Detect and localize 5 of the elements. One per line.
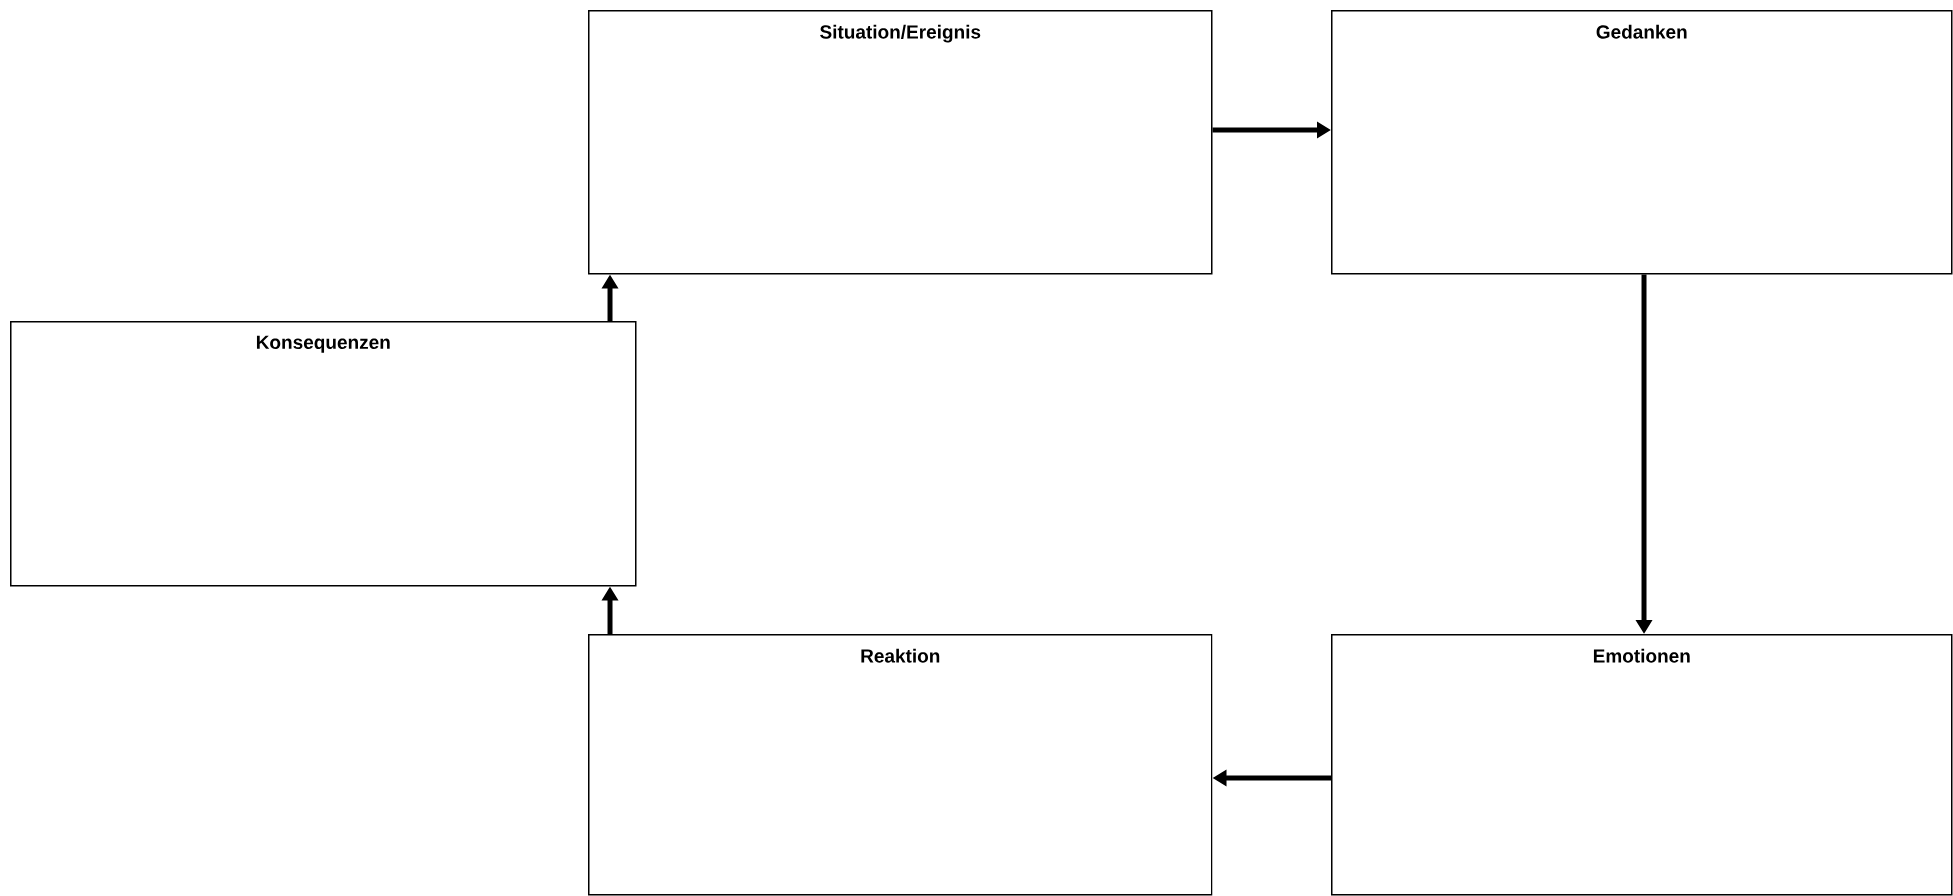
text-box: Emotionen <box>1331 634 1953 896</box>
text-box: Reaktion <box>588 634 1213 896</box>
text-box: Situation/Ereignis <box>588 10 1213 275</box>
text-box: Gedanken <box>1331 10 1953 275</box>
text-box: Konsequenzen <box>10 321 637 587</box>
